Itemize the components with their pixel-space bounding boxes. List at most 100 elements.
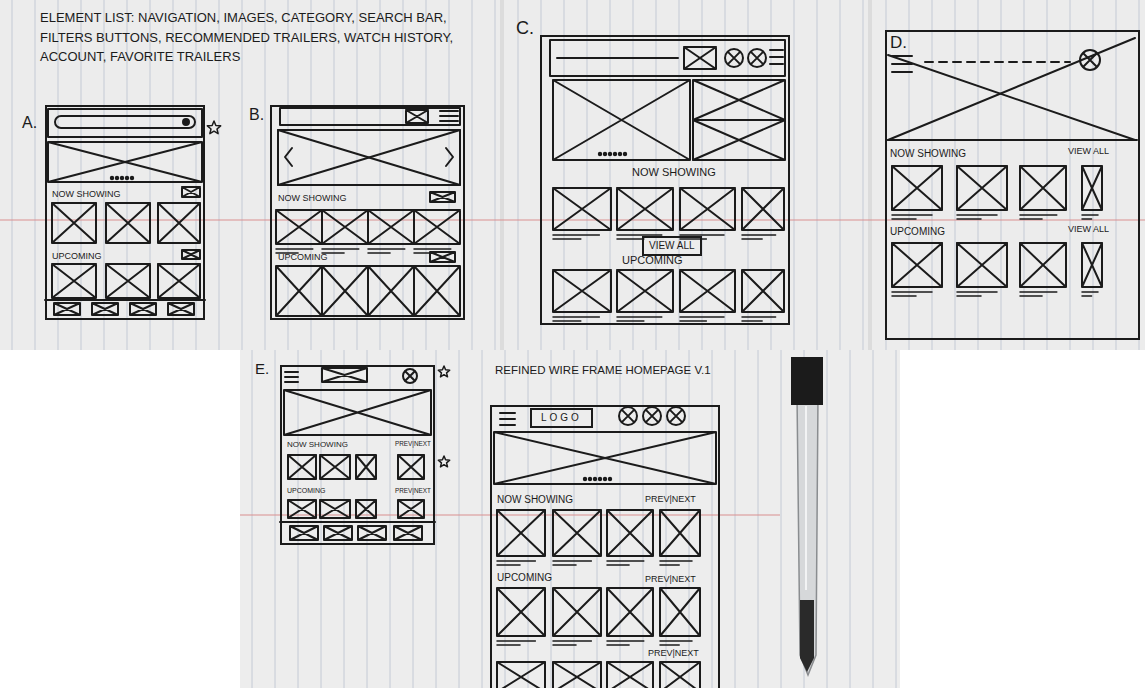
icon-cross [751,52,763,64]
icon-cross [405,371,414,380]
image-placeholder [553,662,601,688]
caption-scribble [1020,215,1057,219]
caption-scribble [957,292,997,296]
image-placeholder [324,526,352,540]
paper [240,350,900,688]
section-label: NOW SHOWING [890,148,966,160]
image-placeholder [290,526,318,540]
bottom-nav [45,299,205,301]
text-anchor: PREV|NEXT [395,487,431,494]
search-bar [280,108,460,125]
icon-cross [622,410,634,422]
image-placeholder [494,432,716,484]
icon-cross [728,52,740,64]
image-placeholder [957,243,1007,287]
carousel-dot [111,177,113,179]
image-placeholder [742,270,784,312]
bottom-nav [280,521,435,523]
image-placeholder [52,264,96,298]
photo-seam [500,0,504,350]
image-placeholder [680,188,735,230]
image-placeholder [368,266,414,316]
image-placeholder [356,500,376,518]
section-label: PREV|NEXT [395,487,431,494]
section-label: UPCOMING [497,572,552,584]
image-placeholder [553,80,690,160]
section-label: UPCOMING [52,251,102,261]
image-placeholder [52,203,96,243]
carousel-dot [624,153,626,155]
text-anchor: VIEW ALL [1068,224,1109,234]
caption-scribble [368,249,405,253]
image-placeholder [288,500,316,518]
logo-box: LOGO [530,408,593,428]
carousel-dot [594,478,596,480]
image-placeholder [106,264,150,298]
image-placeholder [742,188,784,230]
hamburger-menu [500,418,515,420]
hero-cross [888,55,1135,140]
view-all-button: VIEW ALL [642,236,702,256]
image-placeholder [284,390,431,435]
image-placeholder [182,187,200,197]
hamburger-menu [285,381,298,383]
image-placeholder [430,192,455,202]
image-placeholder [182,250,200,259]
wireframe-sketch: REFINED WIRE FRAME HOMEPAGE V.1NOW SHOWI… [490,405,720,688]
text-anchor: PREV|NEXT [395,440,431,447]
caption-scribble [892,292,932,296]
favorite-star [438,456,449,467]
wireframe-sketch: B.NOW SHOWINGUPCOMING [270,105,465,320]
image-placeholder [168,303,194,315]
section-label: NOW SHOWING [497,494,573,506]
image-placeholder [553,588,601,636]
image-placeholder [92,303,118,315]
carousel-dot [126,177,128,179]
photo-seam [868,0,872,350]
carousel-arrow [285,148,292,166]
text-anchor: PREV|NEXT [645,574,696,584]
carousel-dot [614,153,616,155]
image-placeholder [322,266,368,316]
section-label: NOW SHOWING [278,193,347,203]
image-placeholder [684,47,716,69]
sketch-letter: A. [22,114,37,132]
image-placeholder [48,142,202,182]
image-placeholder [356,455,376,479]
paper [0,0,1145,350]
text-anchor: VIEW ALL [1068,146,1109,156]
image-placeholder [1020,243,1066,287]
section-label: PREV|NEXT [645,574,696,584]
caption-scribble [957,215,997,219]
button-label: VIEW ALL [649,240,695,252]
search-bar [557,57,678,59]
carousel-dot [584,478,586,480]
nav-bar [48,109,202,137]
icon-circle [667,407,685,425]
caption-scribble [660,561,692,565]
image-placeholder [1020,166,1066,210]
favorite-star [438,366,449,377]
section-label: PREV|NEXT [395,440,431,447]
section-label: VIEW ALL [1068,146,1109,156]
image-placeholder [398,500,424,518]
hamburger-menu [285,371,298,373]
sketch-letter: B. [249,106,264,124]
image-placeholder [276,210,322,244]
hero-cross [278,130,460,185]
caption-scribble [1082,215,1098,219]
hero-cross [278,130,460,185]
image-placeholder [414,266,460,316]
carousel-dot [116,177,118,179]
image-placeholder [617,188,673,230]
carousel-dot [589,478,591,480]
icon-circle [619,407,637,425]
button-label: LOGO [541,412,582,424]
image-placeholder [892,243,942,287]
wireframe-sketch: E.NOW SHOWINGPREV|NEXTUPCOMINGPREV|NEXT [280,365,435,545]
caption-scribble [553,235,599,239]
image-placeholder [660,588,700,636]
icon-circle [403,369,417,383]
sketch-title: REFINED WIRE FRAME HOMEPAGE V.1 [495,364,725,377]
